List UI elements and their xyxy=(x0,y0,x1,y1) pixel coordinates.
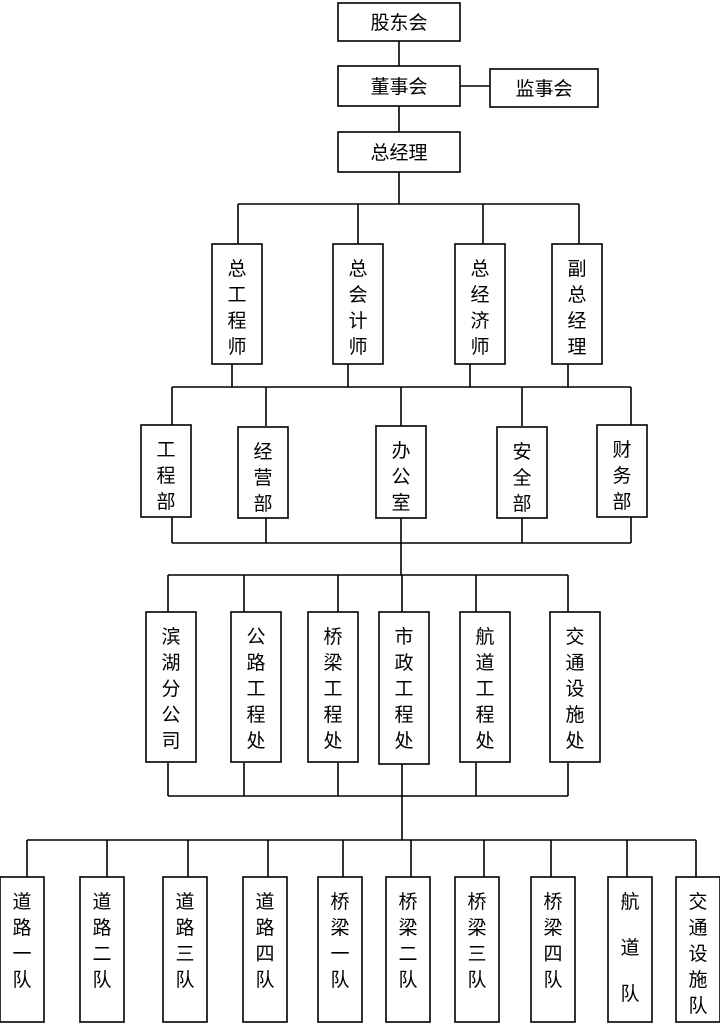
general-manager: 总经理 xyxy=(337,131,461,173)
bridge-division-label: 桥梁工程处 xyxy=(323,626,342,752)
highway-division: 公路工程处 xyxy=(230,611,282,763)
chief-economist: 总经济师 xyxy=(454,243,506,365)
office-box xyxy=(375,425,427,519)
highway-division-box xyxy=(230,611,282,763)
board-of-directors: 董事会 xyxy=(337,65,461,107)
chief-accountant: 总会计师 xyxy=(332,243,384,365)
bridge-team-1-label: 桥梁一队 xyxy=(330,891,349,991)
traffic-facility-division: 交通设施处 xyxy=(549,611,601,763)
general-manager-box xyxy=(337,131,461,173)
bridge-team-2: 桥梁二队 xyxy=(385,876,431,1023)
deputy-general-manager-label: 副总经理 xyxy=(567,258,586,358)
safety-dept-box xyxy=(496,426,548,519)
road-team-1: 道路一队 xyxy=(0,876,45,1023)
bridge-team-4: 桥梁四队 xyxy=(530,876,576,1023)
finance-dept: 财务部 xyxy=(596,424,648,518)
binhu-branch-box xyxy=(145,611,197,763)
engineering-dept-label: 工程部 xyxy=(156,439,175,513)
chief-economist-label: 总经济师 xyxy=(470,258,489,358)
traffic-facility-team-label: 交通设施队 xyxy=(688,891,707,1017)
road-team-1-label: 道路一队 xyxy=(12,891,31,991)
municipal-division-box xyxy=(378,611,430,765)
board-of-supervisors-label: 监事会 xyxy=(515,78,572,100)
municipal-division: 市政工程处 xyxy=(378,611,430,765)
traffic-facility-team-box xyxy=(675,876,720,1023)
board-of-directors-box xyxy=(337,65,461,107)
engineering-dept: 工程部 xyxy=(140,424,192,518)
safety-dept: 安全部 xyxy=(496,426,548,519)
chief-accountant-label: 总会计师 xyxy=(348,258,367,358)
bridge-team-3-label: 桥梁三队 xyxy=(467,891,486,991)
road-team-3-label: 道路三队 xyxy=(175,891,194,991)
bridge-team-4-label: 桥梁四队 xyxy=(543,891,562,991)
road-team-2-box xyxy=(79,876,125,1023)
waterway-team-box xyxy=(607,876,653,1023)
waterway-team-label: 航道队 xyxy=(620,891,639,1005)
road-team-1-box xyxy=(0,876,45,1023)
road-team-4-box xyxy=(242,876,288,1023)
waterway-division: 航道工程处 xyxy=(459,611,511,763)
bridge-team-3-box xyxy=(454,876,500,1023)
traffic-facility-team: 交通设施队 xyxy=(675,876,720,1023)
bridge-team-1: 桥梁一队 xyxy=(317,876,363,1023)
municipal-division-label: 市政工程处 xyxy=(394,626,413,752)
board-of-directors-label: 董事会 xyxy=(370,76,427,98)
deputy-general-manager: 副总经理 xyxy=(551,243,603,365)
binhu-branch-label: 滨湖分公司 xyxy=(161,626,180,752)
bridge-team-4-box xyxy=(530,876,576,1023)
waterway-division-label: 航道工程处 xyxy=(475,626,494,752)
road-team-3: 道路三队 xyxy=(162,876,208,1023)
bridge-team-3: 桥梁三队 xyxy=(454,876,500,1023)
engineering-dept-box xyxy=(140,424,192,518)
chief-accountant-box xyxy=(332,243,384,365)
chief-engineer: 总工程师 xyxy=(211,243,263,365)
waterway-team: 航道队 xyxy=(607,876,653,1023)
office-label: 办公室 xyxy=(391,440,410,514)
road-team-4-label: 道路四队 xyxy=(255,891,274,991)
board-of-supervisors: 监事会 xyxy=(489,68,599,108)
shareholders-meeting-label: 股东会 xyxy=(370,12,427,34)
bridge-division: 桥梁工程处 xyxy=(307,611,359,763)
highway-division-label: 公路工程处 xyxy=(246,626,265,752)
binhu-branch: 滨湖分公司 xyxy=(145,611,197,763)
board-of-supervisors-box xyxy=(489,68,599,108)
bridge-team-2-box xyxy=(385,876,431,1023)
finance-dept-box xyxy=(596,424,648,518)
traffic-facility-division-label: 交通设施处 xyxy=(565,626,584,752)
road-team-2: 道路二队 xyxy=(79,876,125,1023)
waterway-division-box xyxy=(459,611,511,763)
bridge-division-box xyxy=(307,611,359,763)
business-dept-box xyxy=(237,426,289,519)
bridge-team-1-box xyxy=(317,876,363,1023)
road-team-4: 道路四队 xyxy=(242,876,288,1023)
chief-economist-box xyxy=(454,243,506,365)
business-dept-label: 经营部 xyxy=(253,441,272,515)
shareholders-meeting-box xyxy=(337,2,461,42)
finance-dept-label: 财务部 xyxy=(612,439,631,513)
deputy-general-manager-box xyxy=(551,243,603,365)
business-dept: 经营部 xyxy=(237,426,289,519)
safety-dept-label: 安全部 xyxy=(512,441,531,515)
chief-engineer-box xyxy=(211,243,263,365)
shareholders-meeting: 股东会 xyxy=(337,2,461,42)
general-manager-label: 总经理 xyxy=(370,142,427,164)
road-team-3-box xyxy=(162,876,208,1023)
chief-engineer-label: 总工程师 xyxy=(227,258,246,358)
bridge-team-2-label: 桥梁二队 xyxy=(398,891,417,991)
office: 办公室 xyxy=(375,425,427,519)
road-team-2-label: 道路二队 xyxy=(92,891,111,991)
traffic-facility-division-box xyxy=(549,611,601,763)
